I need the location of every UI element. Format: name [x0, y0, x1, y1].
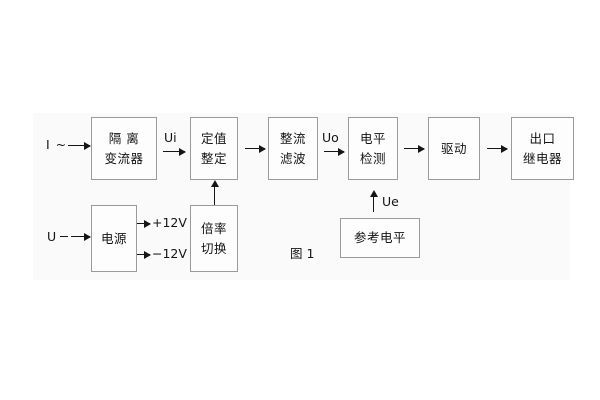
arrow-rectify-to-level [324, 147, 345, 156]
arrow-positive-rail [137, 219, 151, 228]
current-input-label: I ~ [46, 137, 68, 152]
arrow-isolation-to-setting [163, 147, 186, 156]
block-line-1: 电平 [359, 131, 386, 147]
block-rectify-filter[interactable]: 整流 滤波 [268, 117, 318, 180]
block-power-supply[interactable]: 电源 [91, 205, 137, 272]
block-setting-value[interactable]: 定值 整定 [190, 117, 238, 180]
signal-ue-label: Ue [382, 194, 399, 209]
block-isolation-transformer[interactable]: 隔 离 变流器 [91, 117, 157, 180]
figure-caption: 图 1 [290, 246, 315, 261]
block-line-2: 整定 [200, 150, 227, 166]
block-line-1: 隔 离 [108, 131, 140, 147]
arrow-level-to-drive [404, 144, 425, 153]
block-output-relay[interactable]: 出口 继电器 [511, 117, 574, 180]
block-reference-level[interactable]: 参考电平 [340, 218, 420, 258]
block-drive[interactable]: 驱动 [428, 117, 480, 180]
voltage-input-label: U [47, 229, 57, 244]
positive-rail-label: +12V [152, 215, 187, 230]
block-line-2: 切换 [200, 240, 227, 256]
block-line-2: 滤波 [279, 150, 306, 166]
block-level-detection[interactable]: 电平 检测 [348, 117, 398, 180]
signal-ui-label: Ui [164, 130, 177, 145]
arrow-setting-to-rectify [245, 144, 266, 153]
block-line-1: 参考电平 [353, 230, 406, 246]
arrow-drive-to-relay [487, 144, 508, 153]
block-line-1: 驱动 [440, 140, 467, 156]
block-line-1: 整流 [279, 131, 306, 147]
block-multiplier-switch[interactable]: 倍率 切换 [190, 205, 238, 272]
arrow-negative-rail [137, 250, 151, 259]
block-line-1: 出口 [529, 131, 556, 147]
voltage-input-dash [60, 236, 68, 237]
arrow-voltage-to-power-supply [71, 232, 91, 241]
block-line-1: 倍率 [200, 221, 227, 237]
arrow-multiplier-to-setting [210, 180, 219, 205]
arrow-reference-to-level [369, 190, 378, 212]
arrow-current-to-isolation [68, 141, 91, 150]
block-line-1: 电源 [100, 230, 127, 246]
block-line-1: 定值 [200, 131, 227, 147]
negative-rail-label: −12V [152, 246, 187, 261]
block-line-2: 变流器 [104, 150, 144, 166]
signal-uo-label: Uo [322, 130, 339, 145]
block-line-2: 继电器 [522, 150, 562, 166]
block-line-2: 检测 [359, 150, 386, 166]
